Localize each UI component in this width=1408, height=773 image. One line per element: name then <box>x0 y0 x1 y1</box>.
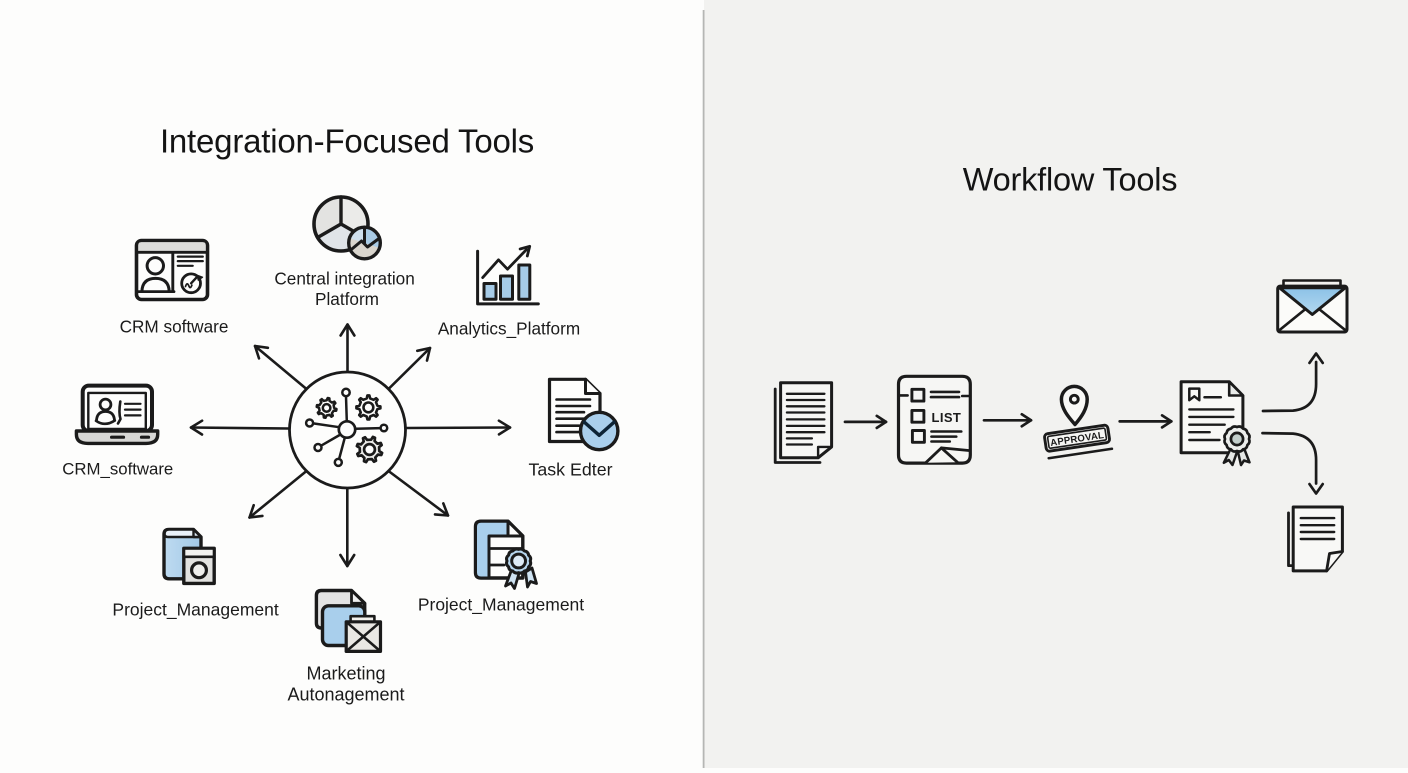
svg-text:Task Edter: Task Edter <box>529 460 613 480</box>
svg-text:CRM software: CRM software <box>120 316 229 336</box>
svg-text:Central integration: Central integration <box>274 268 414 288</box>
svg-text:Analytics_Platform: Analytics_Platform <box>438 319 580 339</box>
svg-text:Autonagement: Autonagement <box>287 685 404 705</box>
svg-text:Marketing: Marketing <box>306 664 385 684</box>
svg-text:Project_Management: Project_Management <box>112 600 278 621</box>
svg-text:Workflow Tools: Workflow Tools <box>963 162 1178 198</box>
svg-text:CRM_software: CRM_software <box>62 460 173 479</box>
svg-text:Integration-Focused Tools: Integration-Focused Tools <box>160 123 534 160</box>
svg-text:Project_Management: Project_Management <box>418 595 584 616</box>
svg-text:LIST: LIST <box>932 410 962 425</box>
svg-text:Platform: Platform <box>315 289 379 309</box>
